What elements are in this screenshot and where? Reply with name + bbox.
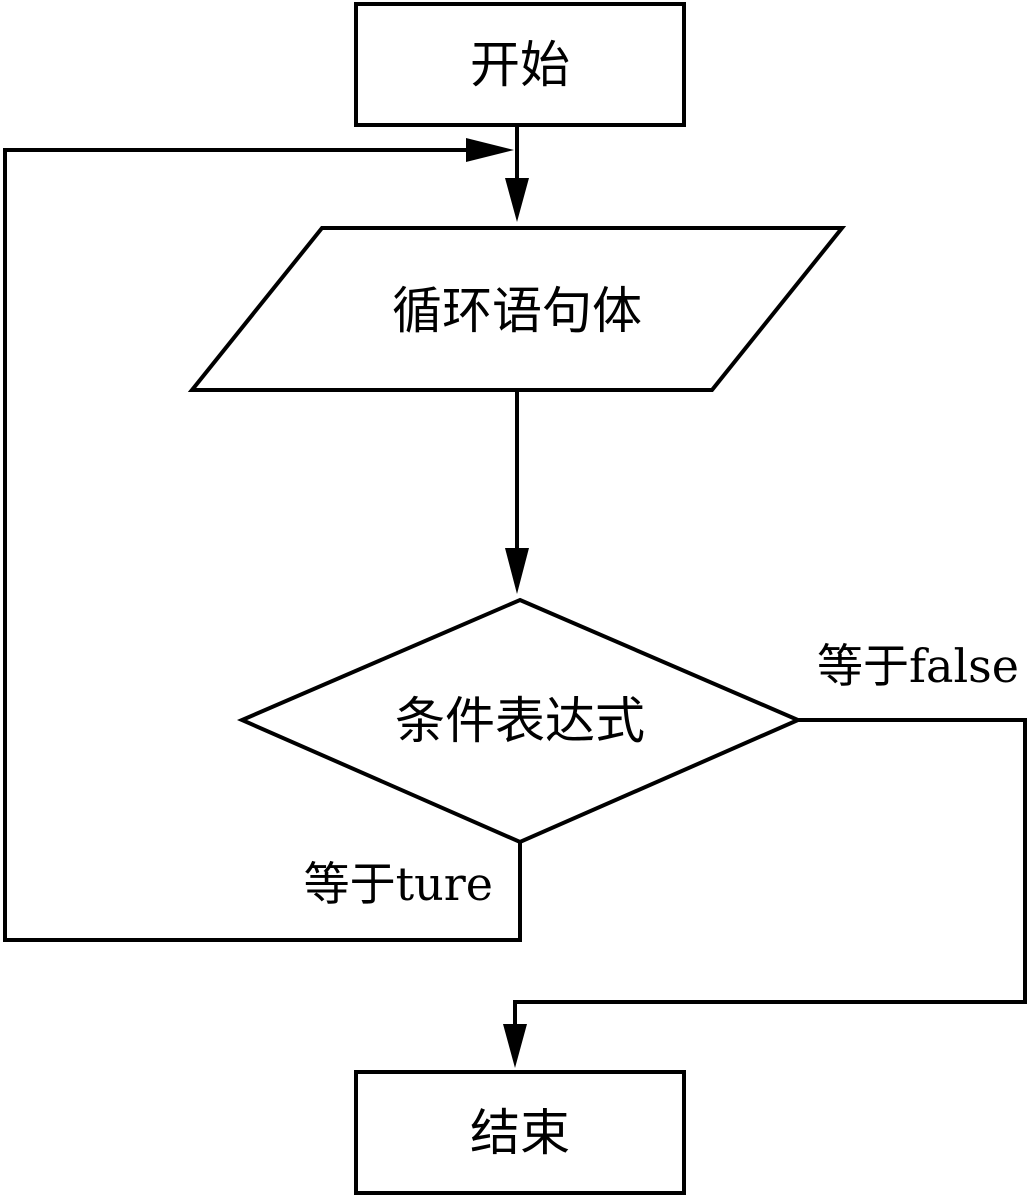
edge-true-loop-back: 等于ture	[3, 138, 522, 942]
true-branch-label: 等于ture	[304, 857, 493, 911]
arrow-right-icon	[466, 138, 514, 162]
end-node: 结束	[354, 1070, 686, 1195]
start-node-label: 开始	[470, 36, 570, 94]
false-branch-label: 等于false	[817, 639, 1019, 693]
edge-loop-body-to-condition	[505, 390, 529, 594]
start-node: 开始	[354, 2, 686, 127]
arrow-down-icon	[503, 1024, 527, 1068]
arrow-down-icon	[505, 178, 529, 222]
arrow-down-icon	[505, 548, 529, 594]
edge-start-to-loop-body	[505, 125, 529, 222]
edge-false-to-end: 等于false	[503, 639, 1027, 1068]
end-node-label: 结束	[470, 1104, 570, 1162]
condition-node: 条件表达式	[236, 597, 804, 845]
loop-body-node: 循环语句体	[187, 226, 847, 392]
condition-node-label: 条件表达式	[395, 692, 645, 750]
loop-body-node-label: 循环语句体	[392, 282, 642, 340]
